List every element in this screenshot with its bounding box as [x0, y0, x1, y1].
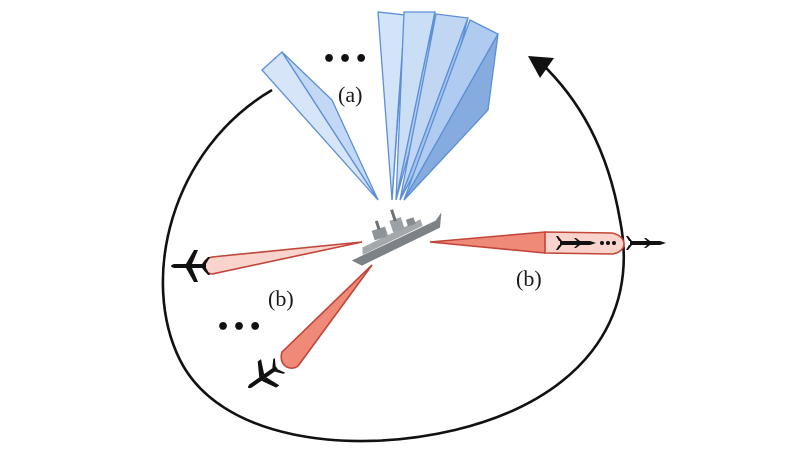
track-beams: [202, 231, 625, 369]
aircraft-icon: [247, 358, 286, 389]
orbit-path: [161, 61, 625, 443]
label-b-left: (b): [268, 286, 294, 311]
missile-icon: [626, 236, 666, 250]
search-beam-1: [261, 51, 379, 201]
ellipsis-top: •••: [322, 47, 370, 72]
ellipsis-left: •••: [216, 315, 264, 340]
label-b-right: (b): [516, 266, 542, 291]
track-beam-lower: [280, 264, 373, 369]
warship-icon: [351, 209, 442, 266]
aircraft-icon: [171, 250, 210, 282]
search-beam-1-fold: [281, 51, 379, 201]
track-beam-left: [202, 241, 363, 275]
track-dots: [600, 241, 616, 245]
missile-icon: [556, 236, 596, 250]
track-beam-right: [429, 231, 555, 254]
search-beams: [261, 11, 499, 201]
label-a: (a): [338, 82, 362, 107]
search-beam-5-fold: [403, 33, 499, 201]
arrowhead-icon: [528, 56, 554, 78]
